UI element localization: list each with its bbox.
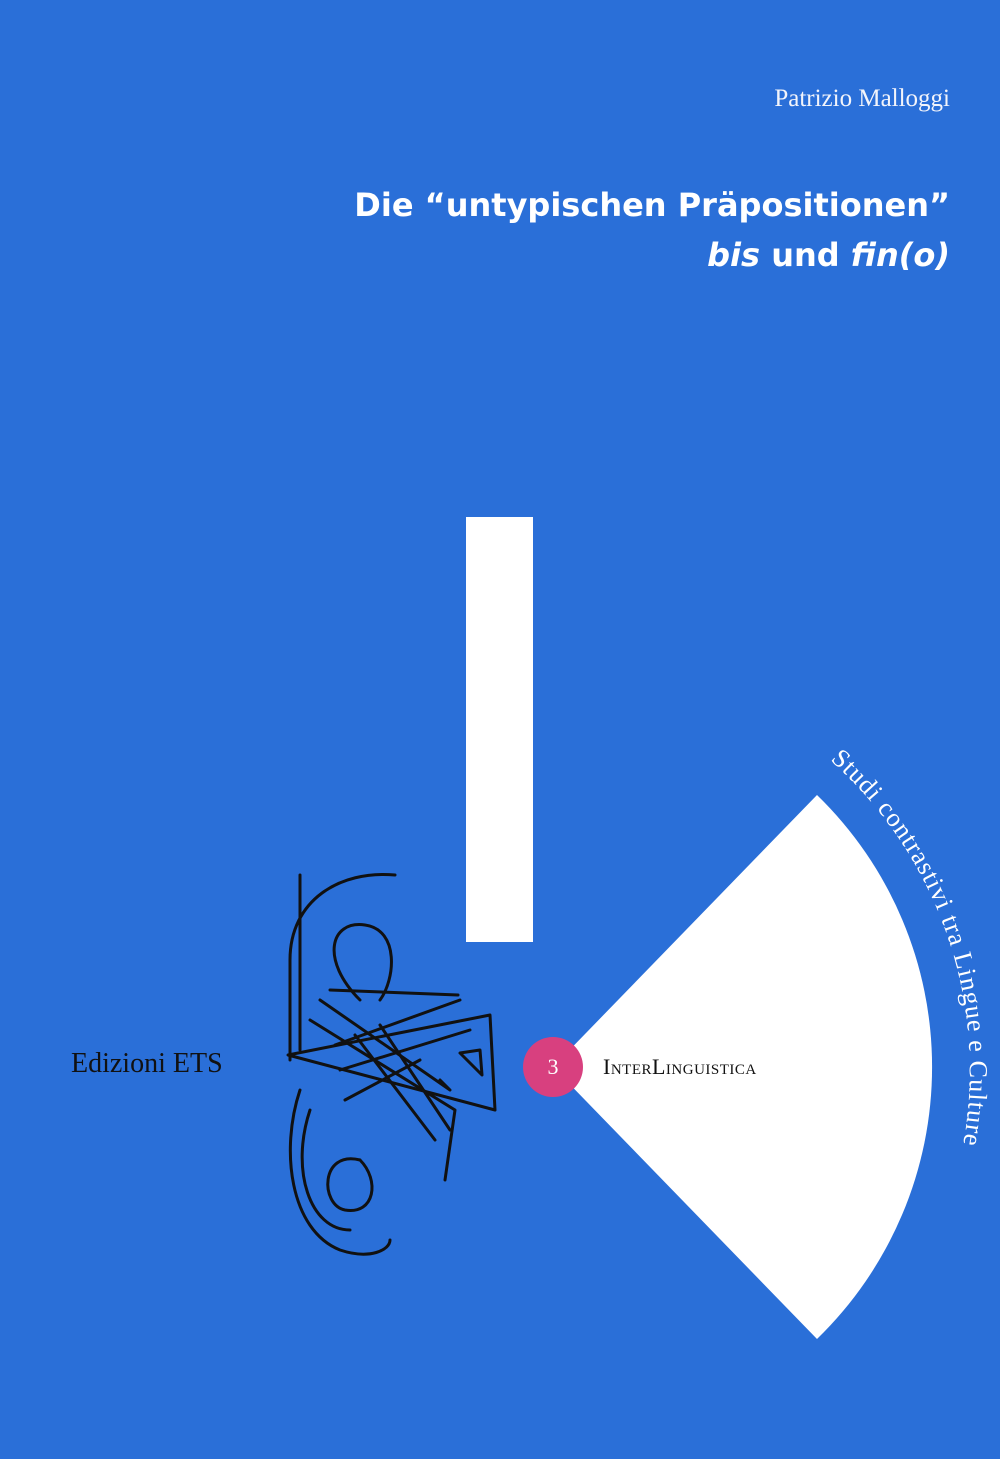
white-bar <box>466 517 533 942</box>
title-line-1: Die “untypischen Präpositionen” <box>354 186 950 224</box>
white-wedge <box>553 795 933 1339</box>
celtic-knot-icon <box>286 872 497 1256</box>
title-bis: bis <box>707 236 761 274</box>
book-title: Die “untypischen Präpositionen” bis und … <box>354 180 950 280</box>
title-line-2: bis und fin(o) <box>354 230 950 280</box>
author-name: Patrizio Malloggi <box>774 85 950 112</box>
publisher-name: Edizioni ETS <box>71 1048 223 1079</box>
series-number: 3 <box>547 1054 559 1079</box>
title-fino: fin(o) <box>850 236 950 274</box>
series-number-badge <box>523 1037 583 1097</box>
title-und: und <box>760 236 851 274</box>
series-name: InterLinguistica <box>603 1054 757 1079</box>
